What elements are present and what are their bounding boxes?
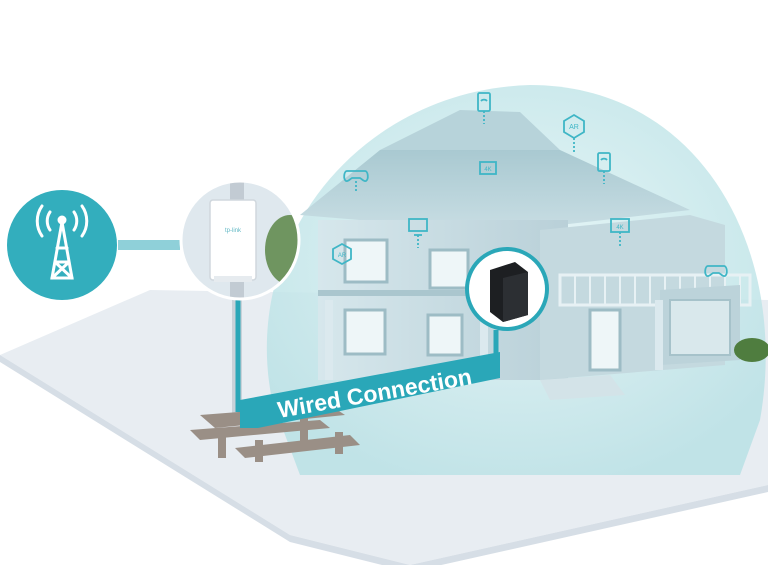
wifi-tablet-icon — [597, 152, 611, 184]
outdoor-access-point: tp-link — [179, 179, 301, 301]
ar-headset-icon: AR — [332, 242, 352, 266]
gamepad-icon — [343, 170, 369, 193]
gamepad-icon — [704, 265, 728, 278]
device-brand-label: tp-link — [225, 228, 242, 234]
svg-text:AR: AR — [569, 124, 579, 131]
monitor-icon — [408, 218, 428, 248]
wifi-tablet-icon — [477, 92, 491, 124]
cell-tower-badge — [7, 190, 117, 300]
cell-tower-icon — [35, 204, 89, 280]
ar-headset-icon: AR — [563, 113, 585, 152]
4k-tv-icon: 4K — [479, 161, 497, 175]
svg-text:AR: AR — [338, 253, 347, 259]
wired-connection-banner — [240, 352, 500, 428]
svg-text:4K: 4K — [616, 225, 623, 231]
svg-text:4K: 4K — [484, 167, 491, 173]
4k-tv-icon: 4K — [610, 218, 630, 246]
router-device — [465, 247, 549, 331]
